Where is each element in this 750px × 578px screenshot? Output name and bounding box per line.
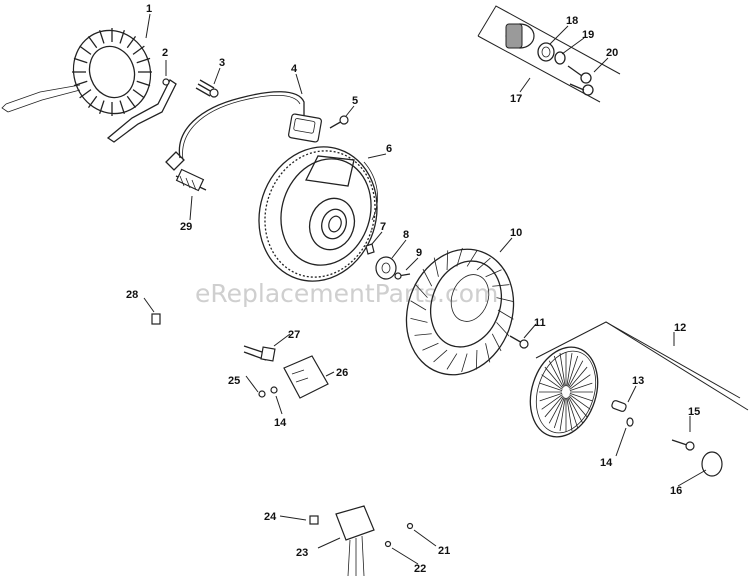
callout-10: 10 (510, 227, 522, 239)
spark-plug-part[interactable] (175, 168, 207, 192)
module-part-23[interactable] (335, 505, 375, 577)
callout-28: 28 (126, 289, 138, 301)
screw-part-15[interactable] (671, 439, 695, 451)
key-part[interactable] (365, 243, 375, 255)
callout-15: 15 (688, 406, 700, 418)
grille-screen-part[interactable] (519, 338, 608, 445)
callout-29: 29 (180, 221, 192, 233)
callout-27: 27 (288, 329, 300, 341)
fan-part[interactable] (389, 234, 531, 390)
callout-24: 24 (264, 511, 277, 523)
callout-22: 22 (414, 563, 426, 575)
washer-part-22[interactable] (384, 540, 392, 548)
watermark: eReplacementParts.com (195, 279, 498, 308)
callout-9: 9 (416, 247, 422, 259)
callout-8: 8 (403, 229, 409, 241)
screw-part-21[interactable] (406, 522, 414, 530)
stator-part[interactable] (1, 20, 162, 125)
decal-part[interactable] (701, 451, 723, 477)
washer-part[interactable] (375, 256, 397, 280)
bracket-part[interactable] (106, 78, 177, 143)
callout-5: 5 (352, 95, 358, 107)
callout-18: 18 (566, 15, 578, 27)
callout-7: 7 (380, 221, 386, 233)
screw-part-9[interactable] (394, 272, 411, 280)
callout-14-a: 14 (274, 417, 287, 429)
callout-19: 19 (582, 29, 594, 41)
washer-part-14a[interactable] (270, 386, 278, 394)
key-switch-group (477, 5, 621, 103)
callout-1: 1 (146, 3, 152, 15)
callout-2: 2 (162, 47, 168, 59)
rectifier-part[interactable] (283, 355, 329, 399)
nut-part-24[interactable] (309, 515, 319, 525)
connector-part-28[interactable] (151, 313, 161, 325)
callout-16: 16 (670, 485, 682, 497)
connector-part-27[interactable] (243, 345, 276, 362)
flywheel-part[interactable] (242, 131, 394, 296)
callout-21: 21 (438, 545, 450, 557)
screw-part-11[interactable] (509, 335, 529, 349)
callout-14-b: 14 (600, 457, 613, 469)
callout-4: 4 (291, 63, 298, 75)
callout-6: 6 (386, 143, 392, 155)
group-bracket-12 (535, 321, 749, 411)
key-switch-part[interactable] (505, 23, 535, 49)
callout-26: 26 (336, 367, 348, 379)
washer-part-14b[interactable] (626, 417, 634, 427)
callout-13: 13 (632, 375, 644, 387)
callout-11: 11 (534, 317, 546, 329)
nut-part[interactable] (537, 42, 555, 62)
callout-3: 3 (219, 57, 225, 69)
ignition-module-part[interactable] (165, 91, 322, 171)
callout-25: 25 (228, 375, 240, 387)
callout-17: 17 (510, 93, 522, 105)
ignition-keys-part[interactable] (567, 65, 594, 96)
callout-labels: 1 2 3 4 5 6 7 8 9 10 11 12 13 14 14 15 1… (126, 3, 700, 575)
washer-part-19[interactable] (554, 51, 566, 65)
screw-part-25[interactable] (258, 390, 266, 398)
callout-12: 12 (674, 322, 686, 334)
callout-20: 20 (606, 47, 618, 59)
leader-lines (143, 13, 707, 565)
screw-part-3[interactable] (195, 79, 219, 98)
callout-23: 23 (296, 547, 308, 559)
spacer-part[interactable] (611, 400, 627, 412)
screw-part-5[interactable] (329, 115, 349, 129)
